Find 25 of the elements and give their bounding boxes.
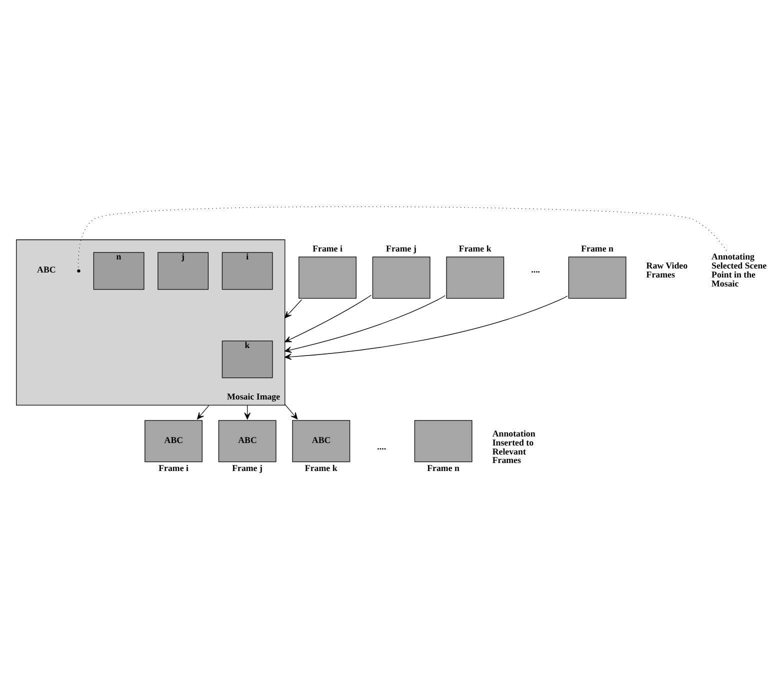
node-circle xyxy=(77,269,80,273)
label: Annotation Inserted to Relevant Frames xyxy=(492,428,536,466)
arrow xyxy=(284,404,298,420)
arrow xyxy=(284,299,302,318)
node-label: Frame j xyxy=(232,462,262,473)
arrow xyxy=(284,295,446,353)
node-box: j xyxy=(158,252,209,290)
node-label: Frame i xyxy=(158,462,188,473)
node-label: Frame k xyxy=(304,462,338,473)
node-label: Frame k xyxy=(458,243,492,254)
node-box: n xyxy=(93,252,144,290)
arrow xyxy=(284,296,568,360)
arrow xyxy=(284,294,372,342)
label: .... xyxy=(531,264,540,275)
label: ABC xyxy=(37,264,56,275)
node-label: Frame j xyxy=(386,243,416,254)
label: Raw Video Frames xyxy=(646,260,688,280)
label: .... xyxy=(377,442,386,452)
node-box: k xyxy=(222,340,273,378)
node-text: Annotating Selected Scene Point in the Mosaic xyxy=(712,252,767,288)
node-box: i xyxy=(222,252,273,290)
node-label: Frame i xyxy=(312,243,342,254)
arrow xyxy=(197,404,210,420)
node-label: Frame n xyxy=(581,243,614,254)
node-label: Frame n xyxy=(427,462,460,473)
